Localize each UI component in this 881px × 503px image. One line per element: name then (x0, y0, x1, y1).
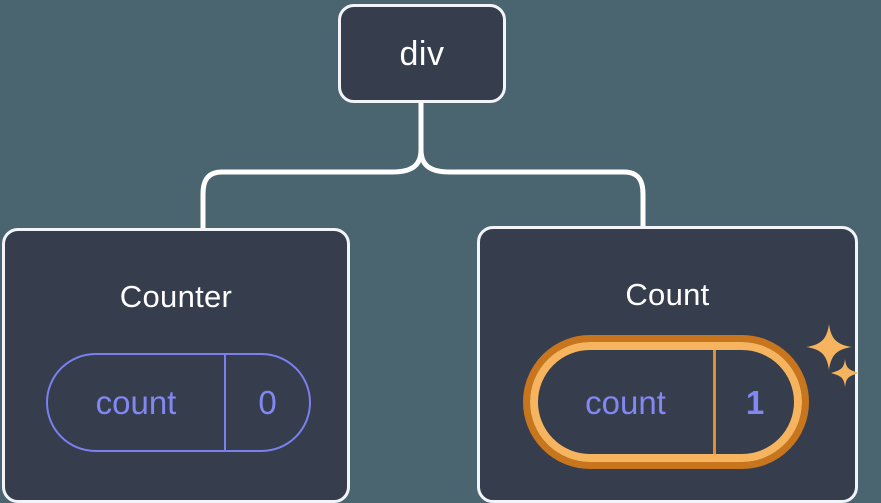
node-root-div[interactable]: div (338, 4, 506, 103)
state-value-label: 0 (258, 384, 277, 421)
node-count[interactable]: Count count 1 (477, 226, 859, 503)
node-counter[interactable]: Counter count 0 (2, 228, 350, 503)
connector-branch-right (418, 147, 646, 231)
state-pill-counter[interactable]: count 0 (46, 353, 311, 452)
state-key-label: count (48, 355, 226, 450)
state-key-label: count (538, 350, 716, 454)
sparkle-icon (806, 324, 852, 370)
state-pill-count-inner: count 1 (530, 342, 802, 462)
node-root-label: div (399, 34, 445, 73)
node-counter-title: Counter (119, 279, 233, 314)
state-pill-count-highlighted[interactable]: count 1 (523, 335, 809, 469)
state-value-label: 1 (745, 383, 765, 421)
sparkle-icon (831, 359, 859, 387)
node-count-title: Count (625, 277, 710, 312)
connector-branch-left (200, 147, 424, 231)
